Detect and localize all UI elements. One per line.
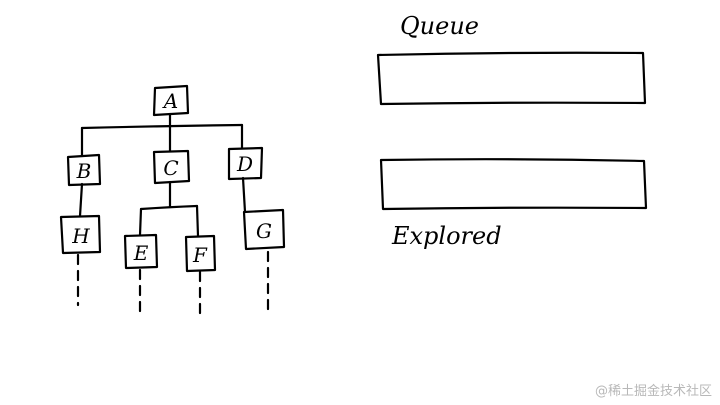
node-c-label: C — [163, 156, 178, 180]
node-h-label: H — [71, 224, 90, 248]
tree-continuation-dashes — [76, 250, 270, 322]
node-h-box — [59, 214, 102, 255]
node-f-label: F — [192, 243, 208, 267]
node-c-box — [152, 149, 191, 185]
explored-title: Explored — [391, 222, 502, 250]
watermark-text: @稀土掘金技术社区 — [594, 384, 712, 399]
node-g-label: G — [256, 219, 272, 243]
node-a-label: A — [162, 89, 178, 113]
queue-box — [376, 51, 647, 106]
tree-edges — [78, 112, 247, 238]
node-d-label: D — [236, 152, 253, 176]
node-g-box — [242, 208, 286, 251]
node-e-box — [123, 233, 159, 270]
explored-box — [379, 158, 648, 211]
node-b-box — [66, 153, 102, 187]
queue-title: Queue — [400, 12, 479, 40]
node-e-label: E — [133, 241, 149, 265]
node-d-box — [227, 146, 264, 181]
node-a-box — [152, 84, 190, 117]
node-b-label: B — [76, 159, 92, 183]
node-f-box — [184, 234, 217, 273]
